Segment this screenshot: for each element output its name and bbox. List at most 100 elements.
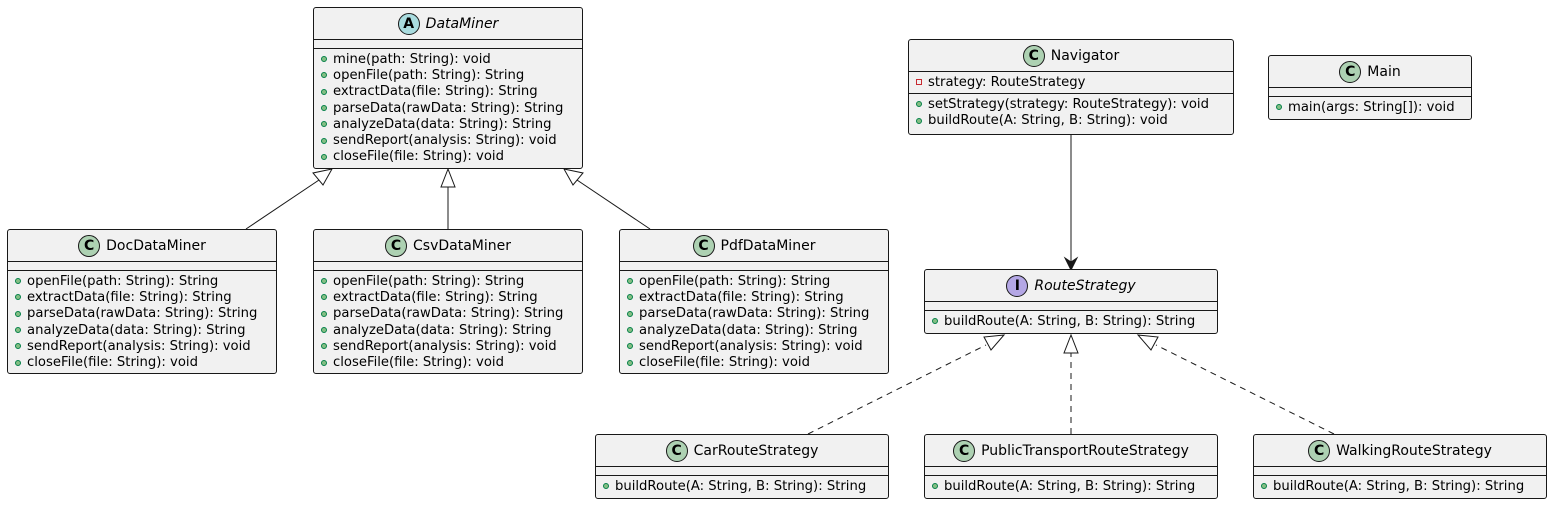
class-name: Main — [1367, 63, 1401, 80]
method: openFile(path: String): String — [314, 273, 582, 289]
member-text: extractData(file: String): String — [333, 84, 538, 100]
method: openFile(path: String): String — [8, 273, 276, 289]
method: analyzeData(data: String): String — [620, 322, 888, 338]
method: parseData(rawData: String): String — [314, 306, 582, 322]
class-header: C PdfDataMiner — [620, 230, 888, 262]
class-name: WalkingRouteStrategy — [1336, 442, 1492, 459]
method: main(args: String[]): void — [1269, 99, 1471, 115]
method: sendReport(analysis: String): void — [620, 338, 888, 354]
public-visibility-icon — [15, 310, 21, 317]
public-visibility-icon — [321, 343, 327, 350]
class-stereotype-icon: C — [692, 234, 715, 257]
fields-section: strategy: RouteStrategy — [909, 72, 1233, 95]
class-box-carroutestrategy[interactable]: C CarRouteStrategy buildRoute(A: String, B… — [595, 434, 889, 499]
public-visibility-icon — [1276, 104, 1282, 111]
class-stereotype-icon: C — [385, 234, 407, 257]
class-box-pdfdataminer[interactable]: C PdfDataMiner openFile(path: String): Str… — [619, 229, 889, 374]
member-text: parseData(rawData: String): String — [333, 100, 564, 116]
member-text: buildRoute(A: String, B: String): void — [928, 113, 1168, 129]
method: parseData(rawData: String): String — [8, 306, 276, 322]
method: openFile(path: String): String — [314, 67, 582, 83]
fields-section — [620, 262, 888, 271]
public-visibility-icon — [627, 294, 633, 301]
fields-section — [1269, 88, 1471, 97]
method: parseData(rawData: String): String — [314, 100, 582, 116]
inheritance-arrowhead — [440, 167, 456, 188]
realization-arrowhead — [1063, 333, 1079, 354]
public-visibility-icon — [15, 359, 21, 366]
private-visibility-icon — [916, 79, 922, 86]
method: analyzeData(data: String): String — [8, 322, 276, 338]
abstract-stereotype-icon: A — [397, 12, 420, 35]
public-visibility-icon — [321, 105, 327, 112]
fields-section — [314, 262, 582, 271]
member-text: sendReport(analysis: String): void — [27, 338, 251, 354]
methods-section: buildRoute(A: String, B: String): String — [925, 476, 1217, 497]
class-name: CsvDataMiner — [413, 237, 511, 254]
member-text: parseData(rawData: String): String — [639, 306, 870, 322]
class-box-walkingroutestrategy[interactable]: C WalkingRouteStrategy buildRoute(A: Strin… — [1253, 434, 1547, 499]
fields-section — [925, 467, 1217, 476]
member-text: parseData(rawData: String): String — [27, 306, 258, 322]
class-name: CarRouteStrategy — [693, 442, 819, 459]
member-text: sendReport(analysis: String): void — [639, 338, 863, 354]
public-visibility-icon — [932, 483, 938, 490]
public-visibility-icon — [321, 359, 327, 366]
inheritance-arrowhead — [312, 168, 333, 186]
public-visibility-icon — [627, 278, 633, 285]
class-stereotype-icon: C — [1308, 439, 1331, 462]
association-arrowhead — [1063, 256, 1079, 272]
public-visibility-icon — [321, 310, 327, 317]
class-header: C CarRouteStrategy — [596, 435, 888, 467]
member-text: analyzeData(data: String): String — [333, 116, 552, 132]
method: sendReport(analysis: String): void — [314, 132, 582, 148]
class-name: RouteStrategy — [1034, 277, 1136, 294]
public-visibility-icon — [321, 137, 327, 144]
member-text: analyzeData(data: String): String — [27, 322, 246, 338]
methods-section: buildRoute(A: String, B: String): String — [596, 476, 888, 497]
method: sendReport(analysis: String): void — [314, 338, 582, 354]
member-text: sendReport(analysis: String): void — [333, 133, 557, 149]
public-visibility-icon — [15, 278, 21, 285]
member-text: buildRoute(A: String, B: String): String — [615, 478, 867, 494]
member-text: closeFile(file: String): void — [333, 355, 504, 371]
method: closeFile(file: String): void — [314, 149, 582, 165]
methods-section: setStrategy(strategy: RouteStrategy): vo… — [909, 94, 1233, 132]
class-name: PdfDataMiner — [720, 237, 816, 254]
public-visibility-icon — [627, 343, 633, 350]
method: buildRoute(A: String, B: String): void — [909, 113, 1233, 129]
method: closeFile(file: String): void — [620, 354, 888, 370]
member-text: sendReport(analysis: String): void — [333, 338, 557, 354]
method: analyzeData(data: String): String — [314, 322, 582, 338]
public-visibility-icon — [321, 72, 327, 79]
method: closeFile(file: String): void — [8, 354, 276, 370]
member-text: buildRoute(A: String, B: String): String — [944, 478, 1196, 494]
member-text: buildRoute(A: String, B: String): String — [944, 313, 1196, 329]
member-text: closeFile(file: String): void — [333, 149, 504, 165]
method: buildRoute(A: String, B: String): String — [1254, 478, 1546, 494]
method: sendReport(analysis: String): void — [8, 338, 276, 354]
public-visibility-icon — [627, 310, 633, 317]
class-stereotype-icon: C — [665, 439, 688, 462]
public-visibility-icon — [321, 56, 327, 63]
edge-walking-to-routestrategy — [1155, 344, 1335, 435]
public-visibility-icon — [321, 153, 327, 160]
public-visibility-icon — [321, 327, 327, 334]
member-text: setStrategy(strategy: RouteStrategy): vo… — [928, 96, 1209, 112]
class-box-csvdataminer[interactable]: C CsvDataMiner openFile(path: String): Str… — [313, 229, 583, 374]
member-text: strategy: RouteStrategy — [928, 74, 1086, 90]
member-text: parseData(rawData: String): String — [333, 306, 564, 322]
method: mine(path: String): void — [314, 51, 582, 67]
fields-section — [314, 40, 582, 49]
